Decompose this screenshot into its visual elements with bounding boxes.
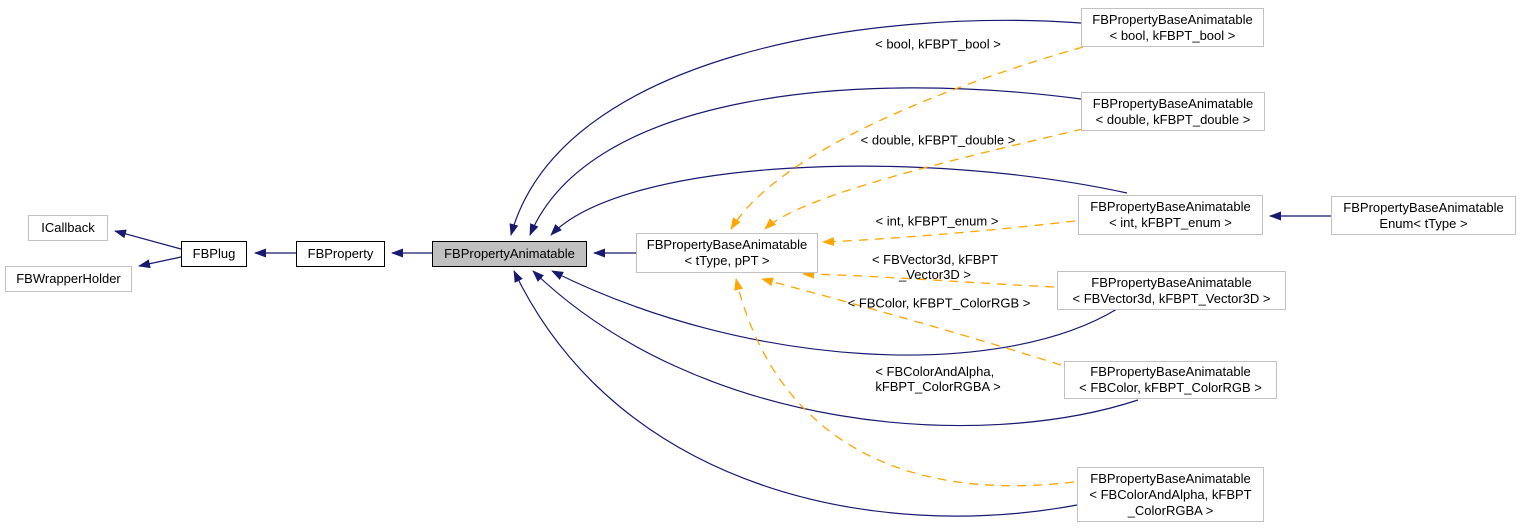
edge-colorrgb-instance-of-template bbox=[761, 277, 1062, 366]
class-node-fbplug[interactable]: FBPlug bbox=[181, 241, 247, 267]
class-node-base-int[interactable]: FBPropertyBaseAnimatable < int, kFBPT_en… bbox=[1078, 195, 1263, 235]
edge-label-bool: < bool, kFBPT_bool > bbox=[875, 36, 1001, 52]
edge-vector3d-instance-of-template bbox=[802, 269, 1055, 288]
class-node-base-bool[interactable]: FBPropertyBaseAnimatable < bool, kFBPT_b… bbox=[1081, 8, 1264, 47]
class-node-fbpropertyanimatable-current: FBPropertyAnimatable bbox=[432, 241, 587, 267]
class-node-fbproperty[interactable]: FBProperty bbox=[296, 241, 385, 267]
edge-label-vector3d: < FBVector3d, kFBPT _Vector3D > bbox=[871, 252, 999, 282]
class-node-base-vector3d[interactable]: FBPropertyBaseAnimatable < FBVector3d, k… bbox=[1057, 271, 1286, 310]
class-node-icallback[interactable]: ICallback bbox=[28, 215, 108, 241]
edge-vector3d-to-animatable bbox=[551, 270, 1118, 356]
edge-label-colorrgb: < FBColor, kFBPT_ColorRGB > bbox=[847, 295, 1031, 311]
edge-int-to-animatable bbox=[550, 165, 1128, 236]
class-node-fbwrapperholder[interactable]: FBWrapperHolder bbox=[5, 266, 132, 292]
edge-fbplug-to-icallback bbox=[114, 229, 182, 250]
class-node-base-double[interactable]: FBPropertyBaseAnimatable < double, kFBPT… bbox=[1081, 92, 1265, 131]
class-node-base-template[interactable]: FBPropertyBaseAnimatable < tType, pPT > bbox=[636, 233, 818, 273]
edge-label-int: < int, kFBPT_enum > bbox=[875, 213, 999, 229]
class-node-base-colorrgba[interactable]: FBPropertyBaseAnimatable < FBColorAndAlp… bbox=[1077, 467, 1264, 522]
edge-fbplug-to-fbwrapperholder bbox=[138, 256, 182, 269]
class-node-base-colorrgb[interactable]: FBPropertyBaseAnimatable < FBColor, kFBP… bbox=[1064, 361, 1277, 399]
edge-double-to-animatable bbox=[529, 87, 1082, 236]
class-node-base-enum[interactable]: FBPropertyBaseAnimatable Enum< tType > bbox=[1331, 196, 1516, 235]
edge-bool-to-animatable bbox=[509, 19, 1082, 236]
edge-label-double: < double, kFBPT_double > bbox=[860, 132, 1016, 148]
edge-colorrgba-to-animatable bbox=[513, 270, 1078, 517]
edge-int-instance-of-template bbox=[822, 220, 1076, 247]
edge-colorrgb-to-animatable bbox=[532, 270, 1139, 427]
edge-double-instance-of-template bbox=[764, 128, 1084, 230]
edge-label-colorrgba: < FBColorAndAlpha, kFBPT_ColorRGBA > bbox=[875, 364, 1001, 394]
